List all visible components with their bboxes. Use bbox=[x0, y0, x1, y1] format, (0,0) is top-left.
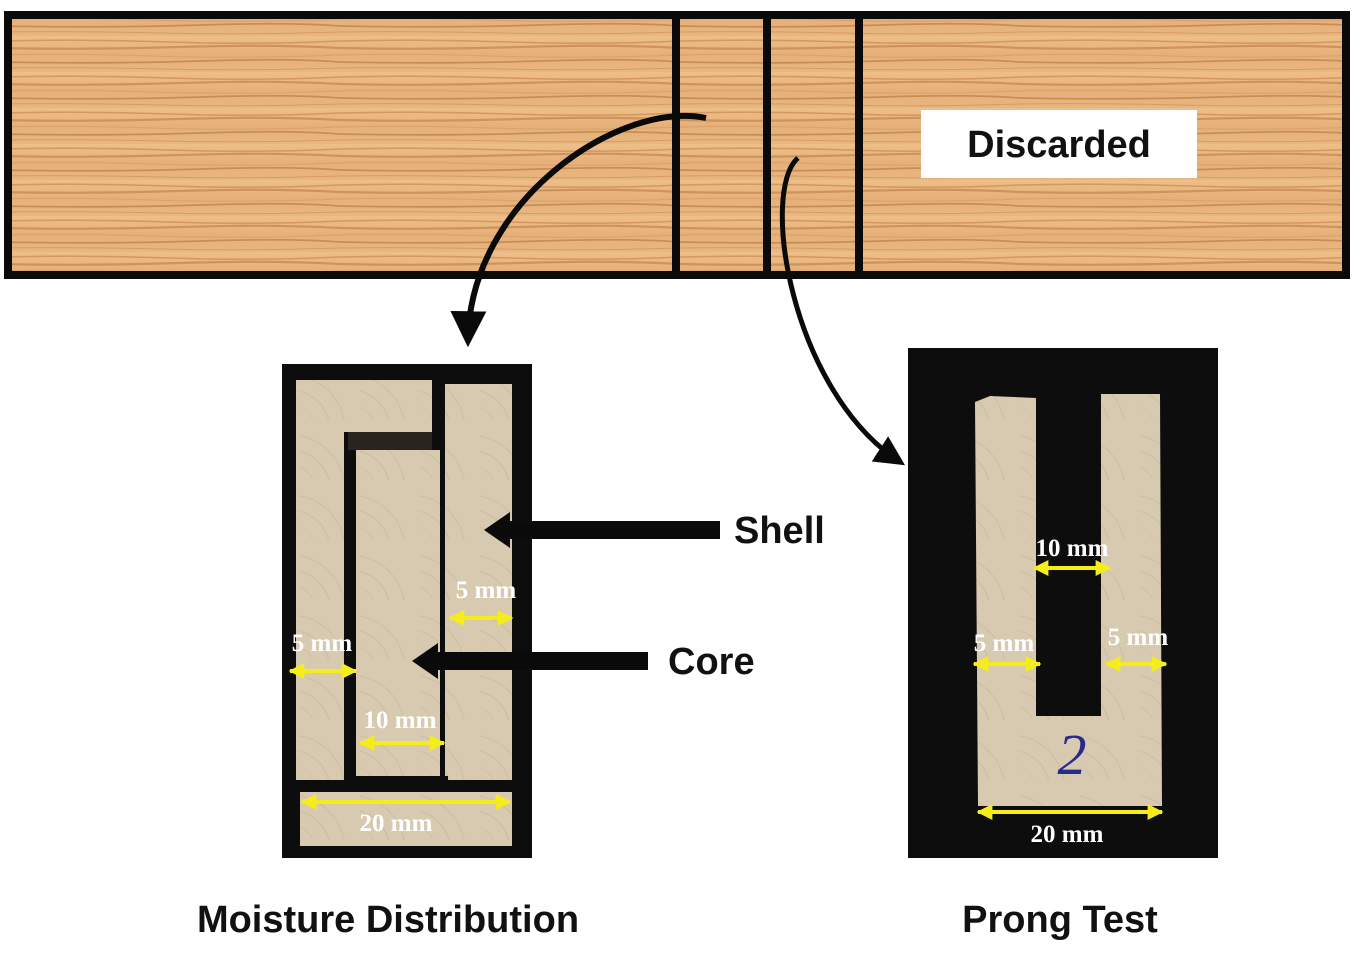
core-piece bbox=[356, 450, 440, 776]
dim-label-left: 5 mm bbox=[974, 630, 1035, 657]
shell-piece bbox=[296, 380, 512, 846]
discarded-label: Discarded bbox=[967, 124, 1151, 166]
prong-piece bbox=[975, 394, 1162, 806]
dim-label-core: 10 mm bbox=[364, 707, 437, 734]
sample-mark: 2 bbox=[1058, 722, 1087, 787]
discarded-label-box bbox=[921, 110, 1197, 178]
dim-label-right: 5 mm bbox=[1108, 624, 1169, 651]
prong-sample: 2 10 mm 5 mm 5 mm 20 mm bbox=[908, 348, 1218, 858]
dim-label-shell-left: 5 mm bbox=[292, 630, 353, 657]
dim-label-total: 20 mm bbox=[360, 810, 433, 837]
prong-title: Prong Test bbox=[962, 899, 1158, 941]
arrow-to-prong-sample bbox=[779, 156, 906, 466]
core-label: Core bbox=[668, 641, 755, 683]
dim-label-total-prong: 20 mm bbox=[1031, 821, 1104, 848]
arrow-to-moisture-sample bbox=[450, 113, 707, 348]
moisture-sample: 5 mm 5 mm 10 mm 20 mm bbox=[282, 364, 532, 858]
moisture-title: Moisture Distribution bbox=[197, 899, 579, 941]
dim-label-shell-right: 5 mm bbox=[456, 577, 517, 604]
dim-label-gap: 10 mm bbox=[1036, 535, 1109, 562]
shell-label: Shell bbox=[734, 510, 825, 552]
